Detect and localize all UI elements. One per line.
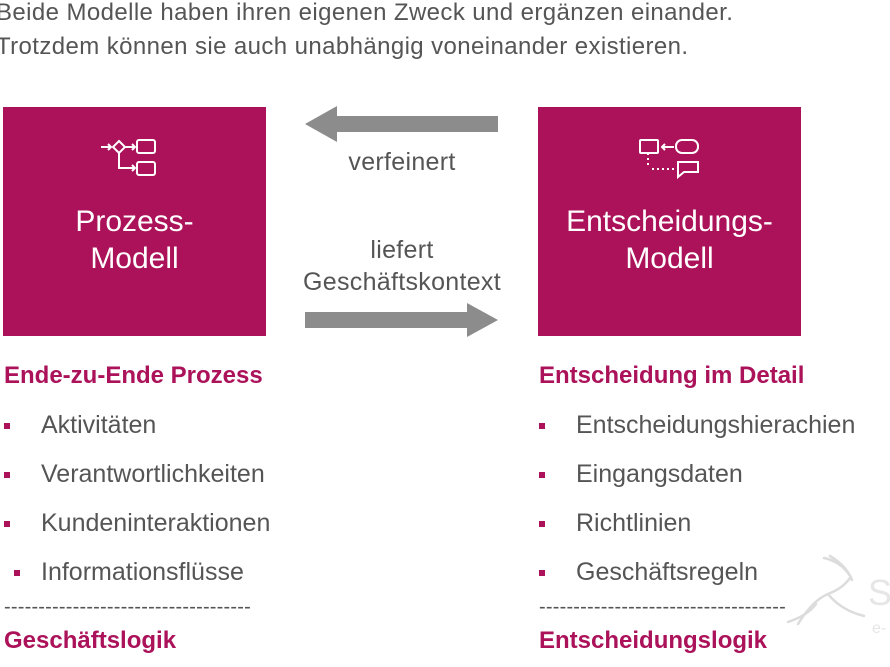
business-context-line-2: Geschäftskontext [303,268,501,296]
intro-line-1: Beide Modelle haben ihren eigenen Zweck … [0,0,734,26]
left-column-heading: Ende-zu-Ende Prozess [4,362,263,389]
list-item-label: Informationsflüsse [41,558,244,586]
arrow-right-icon [305,303,498,337]
right-column-heading: Entscheidung im Detail [539,362,805,389]
bullet-icon [4,472,10,478]
intro-text: Beide Modelle haben ihren eigenen Zweck … [0,0,733,64]
bullet-icon [4,423,10,429]
bullet-icon [539,423,545,429]
decision-model-line-2: Modell [625,242,714,275]
process-model-label: Prozess- Modell [3,203,266,277]
list-item: Aktivitäten [4,412,270,461]
left-divider: ------------------------------------ [4,596,251,618]
left-bullet-list: Aktivitäten Verantwortlichkeiten Kundeni… [4,412,270,608]
list-item: Entscheidungshierachien [539,412,890,461]
list-item: Eingangsdaten [539,461,890,510]
watermark-sub: e- [872,620,887,637]
business-context-label: liefert Geschäftskontext [280,234,524,298]
right-divider: ------------------------------------ [539,596,786,618]
refines-label: verfeinert [348,148,456,176]
business-context-line-1: liefert [370,236,434,264]
list-item-label: Kundeninteraktionen [41,509,271,537]
bullet-icon [4,521,10,527]
gazelle-logo-icon [786,554,866,626]
list-item-label: Geschäftsregeln [576,558,759,586]
list-item-label: Entscheidungshierachien [576,412,856,439]
left-column-footer: Geschäftslogik [4,627,177,654]
process-model-box: Prozess- Modell [3,107,266,336]
decision-model-box: Entscheidungs- Modell [538,107,801,336]
process-model-line-2: Modell [90,242,179,275]
right-bullet-list: Entscheidungshierachien Eingangsdaten Ri… [539,412,890,608]
bullet-icon [539,521,545,527]
arrow-left-icon [305,106,498,142]
decision-icon [634,135,706,186]
list-item: Kundeninteraktionen [4,510,270,559]
list-item: Geschäftsregeln [539,559,890,608]
bullet-icon [14,570,20,576]
decision-model-line-1: Entscheidungs- [566,205,773,238]
list-item: Verantwortlichkeiten [4,461,270,510]
list-item-label: Verantwortlichkeiten [41,460,265,488]
intro-line-2: Trotzdem können sie auch unabhängig vone… [0,33,689,60]
list-item-label: Aktivitäten [41,411,157,439]
list-item-label: Eingangsdaten [576,460,743,488]
list-item: Richtlinien [539,510,890,559]
bullet-icon [539,472,545,478]
list-item-label: Richtlinien [576,509,692,537]
decision-model-label: Entscheidungs- Modell [538,203,801,277]
list-item: Informationsflüsse [4,559,270,608]
right-column-footer: Entscheidungslogik [539,627,768,654]
process-flow-icon [99,135,171,186]
watermark-letter: S [868,572,890,613]
bullet-icon [539,570,545,576]
process-model-line-1: Prozess- [75,205,194,238]
